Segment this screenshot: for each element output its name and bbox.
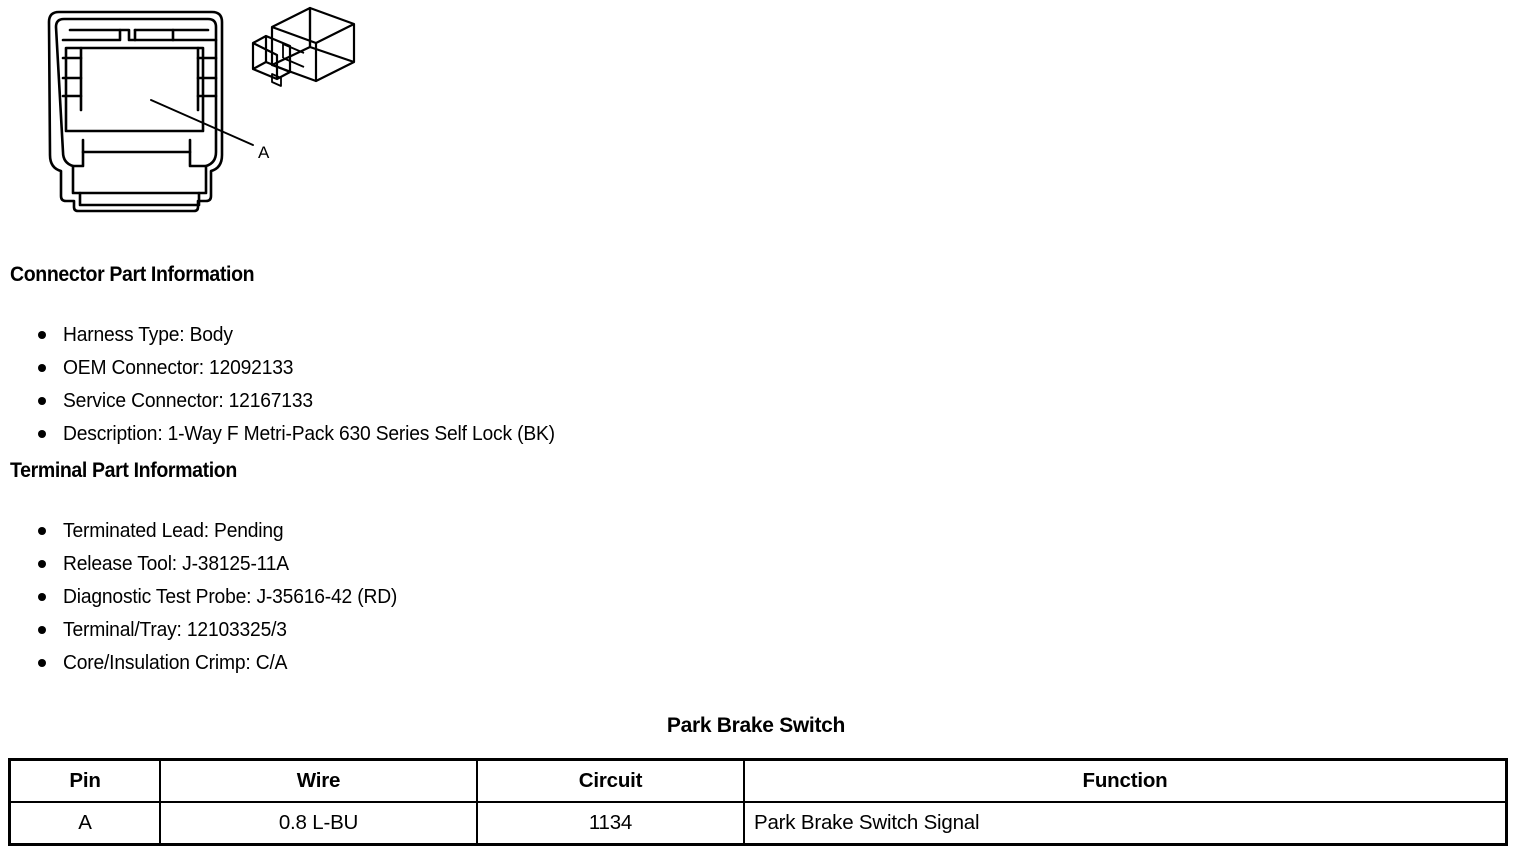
list-item: Terminated Lead: Pending (0, 514, 419, 547)
list-item-label: Release Tool: J-38125-11A (63, 552, 289, 575)
column-header-wire: Wire (159, 758, 478, 803)
cell-pin: A (8, 801, 161, 846)
bullet-icon (38, 396, 46, 405)
pinout-table: Pin Wire Circuit Function A 0.8 L-BU 113… (8, 758, 1508, 846)
pinout-table-title: Park Brake Switch (666, 714, 846, 737)
list-item-label: OEM Connector: 12092133 (63, 356, 294, 379)
bullet-icon (38, 526, 46, 535)
list-item: Diagnostic Test Probe: J-35616-42 (RD) (0, 580, 419, 613)
list-item: Description: 1-Way F Metri-Pack 630 Seri… (0, 417, 586, 450)
list-item-label: Description: 1-Way F Metri-Pack 630 Seri… (63, 422, 555, 445)
cell-circuit: 1134 (476, 801, 745, 846)
list-item-label: Diagnostic Test Probe: J-35616-42 (RD) (63, 585, 398, 608)
list-item-label: Core/Insulation Crimp: C/A (63, 651, 288, 674)
cavity-callout-label: A (258, 143, 270, 162)
bullet-icon (38, 429, 46, 438)
bullet-icon (38, 658, 46, 667)
list-item-label: Terminal/Tray: 12103325/3 (63, 618, 287, 641)
table-row: A 0.8 L-BU 1134 Park Brake Switch Signal (8, 801, 1508, 846)
bullet-icon (38, 592, 46, 601)
terminal-part-information-heading: Terminal Part Information (10, 459, 237, 482)
connector-part-information-heading: Connector Part Information (10, 263, 255, 286)
connector-part-information-list: Harness Type: Body OEM Connector: 120921… (0, 318, 586, 450)
list-item-label: Service Connector: 12167133 (63, 389, 313, 412)
list-item: Core/Insulation Crimp: C/A (0, 646, 419, 679)
terminal-isometric-view (251, 6, 356, 87)
cell-wire: 0.8 L-BU (159, 801, 478, 846)
list-item: Harness Type: Body (0, 318, 586, 351)
connector-illustration: A (47, 6, 356, 213)
list-item-label: Terminated Lead: Pending (63, 519, 284, 542)
column-header-circuit: Circuit (476, 758, 745, 803)
bullet-icon (38, 559, 46, 568)
list-item: Terminal/Tray: 12103325/3 (0, 613, 419, 646)
list-item: OEM Connector: 12092133 (0, 351, 586, 384)
terminal-part-information-list: Terminated Lead: Pending Release Tool: J… (0, 514, 419, 679)
bullet-icon (38, 330, 46, 339)
column-header-function: Function (743, 758, 1508, 803)
column-header-pin: Pin (8, 758, 161, 803)
list-item: Service Connector: 12167133 (0, 384, 586, 417)
bullet-icon (38, 363, 46, 372)
list-item-label: Harness Type: Body (63, 323, 233, 346)
cell-function: Park Brake Switch Signal (743, 801, 1508, 846)
list-item: Release Tool: J-38125-11A (0, 547, 419, 580)
bullet-icon (38, 625, 46, 634)
table-header-row: Pin Wire Circuit Function (8, 758, 1508, 803)
